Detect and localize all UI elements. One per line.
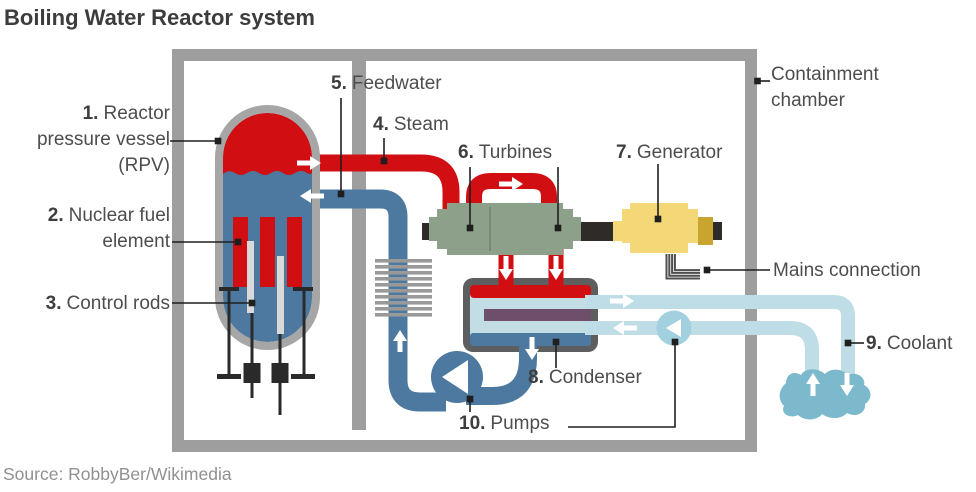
containment-chamber	[172, 49, 757, 452]
label-number: 4.	[373, 114, 389, 135]
leader-lines	[170, 77, 864, 428]
label-text: chamber	[771, 90, 845, 111]
turbine-front-shaft	[422, 223, 429, 240]
label-number: 6.	[458, 142, 474, 163]
label-text: Steam	[393, 114, 449, 135]
flow-arrow-steam-out-icon	[297, 156, 321, 170]
heat-exchanger	[375, 259, 432, 317]
condenser-steam-space	[470, 285, 591, 298]
page-title: Boiling Water Reactor system	[4, 5, 315, 30]
label-feedwater: 5.Feedwater	[331, 71, 442, 97]
generator-stub-shaft	[713, 222, 722, 240]
turbine-generator-shaft	[578, 222, 618, 241]
flow-arrow-coolant-drop-icon	[840, 373, 854, 396]
feedwater-pump-rotor-icon	[442, 360, 468, 394]
label-text: Turbines	[478, 142, 553, 163]
label-text: Reactor	[103, 103, 170, 124]
condenser-core	[484, 309, 591, 321]
flow-arrow-coolant-rise-icon	[806, 373, 820, 396]
turbine-crossover-pipe	[466, 173, 557, 213]
label-number: 9.	[866, 333, 882, 354]
turbine-casing	[429, 203, 581, 255]
mains-cables	[665, 254, 700, 280]
label-coolant: 9.Coolant	[866, 331, 952, 357]
control-rod-drives	[217, 287, 315, 415]
generator-body	[613, 203, 698, 253]
label-number: 3.	[45, 293, 62, 314]
label-number: 5.	[331, 73, 347, 94]
generator	[613, 203, 722, 253]
label-number: 10.	[459, 413, 486, 434]
label-text: (RPV)	[118, 155, 170, 176]
label-turbines: 6.Turbines	[458, 140, 552, 166]
label-control-rods: 3.Control rods	[0, 291, 170, 317]
flow-arrow-exhaust-2-icon	[549, 256, 563, 280]
flow-arrow-coolant-out-icon	[610, 294, 634, 308]
condensate-pipe	[466, 340, 537, 405]
label-rpv: 1.Reactor pressure vessel (RPV)	[0, 101, 170, 179]
label-number: 2.	[47, 205, 64, 226]
label-number: 1.	[82, 103, 99, 124]
flow-arrow-condensate-icon	[525, 337, 539, 360]
flow-arrow-feedwater-in-icon	[300, 189, 324, 203]
label-text: element	[102, 231, 170, 252]
label-text: Generator	[636, 142, 723, 163]
nuclear-fuel-elements	[233, 217, 302, 287]
label-text: Feedwater	[351, 73, 442, 94]
label-text: Mains connection	[773, 260, 921, 281]
label-number: 7.	[616, 142, 632, 163]
coolant-pump-rotor-icon	[666, 319, 681, 337]
coolant-pipe-in	[585, 321, 819, 376]
label-text: Condenser	[548, 367, 642, 388]
turbines	[429, 203, 581, 255]
label-number: 8.	[528, 367, 544, 388]
label-text: Containment	[771, 64, 879, 85]
source-credit: Source: RobbyBer/Wikimedia	[3, 464, 232, 484]
flow-arrow-coolant-in-icon	[613, 321, 637, 335]
label-text: Coolant	[886, 333, 953, 354]
label-steam: 4.Steam	[373, 112, 449, 138]
flow-arrow-exhaust-1-icon	[499, 256, 513, 280]
containment-divider-wall	[352, 49, 366, 430]
reactor-vessel-wall	[215, 105, 320, 350]
reactor-pressure-vessel	[215, 105, 320, 415]
label-condenser: 8.Condenser	[528, 365, 642, 391]
flow-arrow-crossover-icon	[499, 177, 523, 191]
control-rods	[247, 241, 284, 334]
label-text: Nuclear fuel	[68, 205, 170, 226]
label-containment: Containment chamber	[771, 62, 879, 114]
label-mains: Mains connection	[773, 258, 921, 284]
coolant-water-body	[779, 369, 871, 420]
feedwater-pump	[431, 351, 483, 403]
steam-pipe	[314, 154, 460, 212]
label-fuel: 2.Nuclear fuel element	[0, 203, 170, 255]
label-text: Control rods	[66, 293, 171, 314]
flow-arrows	[297, 156, 854, 396]
generator-end-cap	[698, 217, 713, 245]
coolant-pipe-out	[585, 295, 855, 376]
label-text: Pumps	[490, 413, 550, 434]
coolant-pump	[656, 310, 692, 346]
flow-arrow-feedwater-up-icon	[393, 330, 407, 352]
containment-outer-wall	[172, 49, 757, 452]
label-pumps: 10.Pumps	[459, 411, 550, 437]
label-generator: 7.Generator	[616, 140, 722, 166]
reactor-steam-space	[223, 113, 312, 175]
label-text: pressure vessel	[36, 129, 170, 150]
